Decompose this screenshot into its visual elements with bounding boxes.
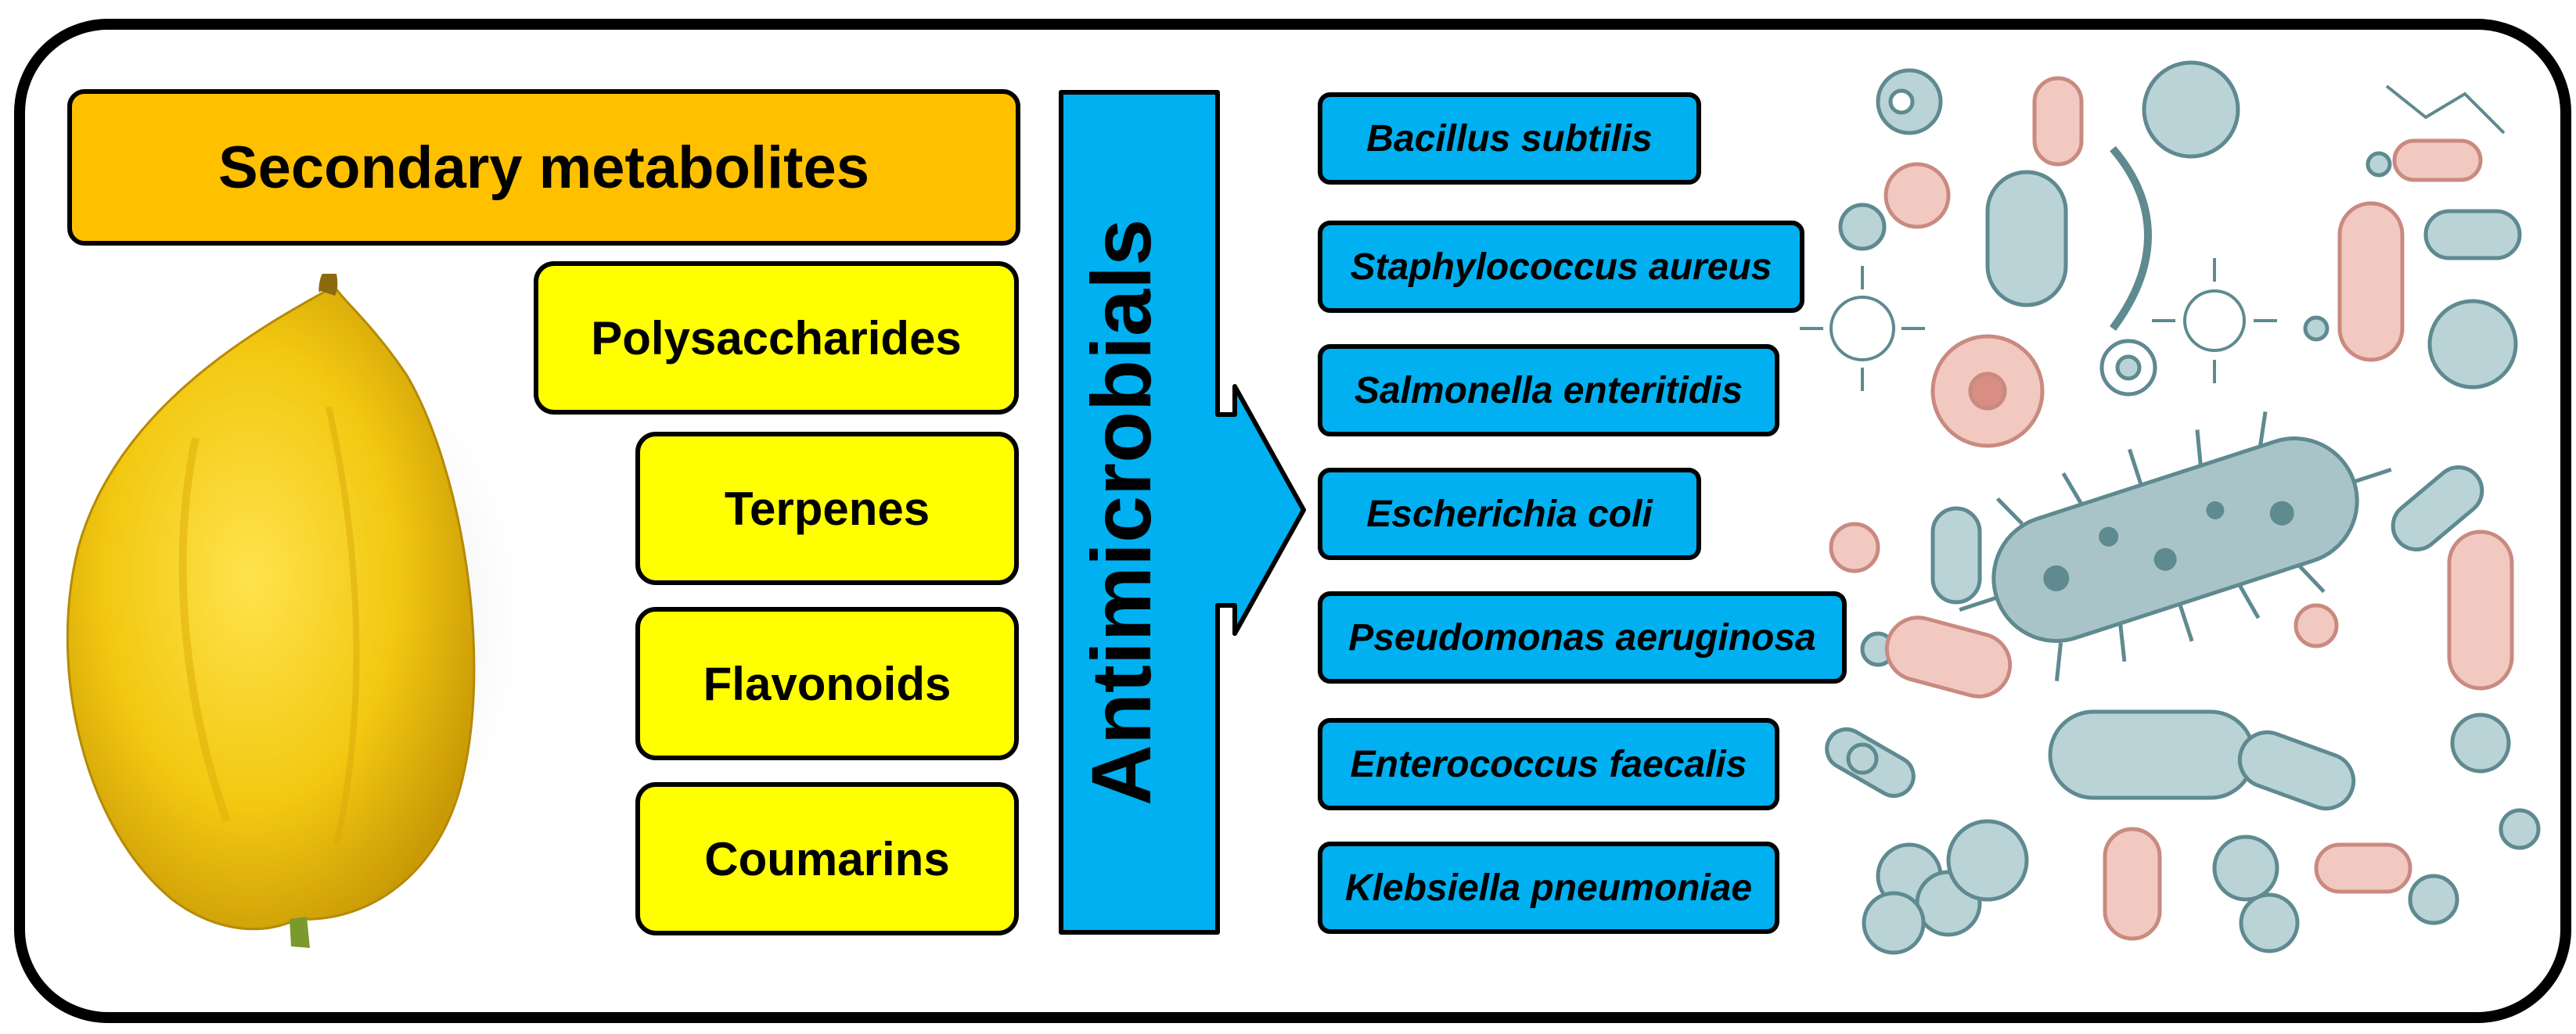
bacteria-label-enterococcus: Enterococcus faecalis [1350,743,1747,785]
bacteria-label-bacillus: Bacillus subtilis [1366,117,1653,160]
bacteria-label-pseudomonas: Pseudomonas aeruginosa [1348,616,1816,659]
bacteria-box-escherichia: Escherichia coli [1318,468,1701,560]
bacteria-label-escherichia: Escherichia coli [1366,493,1653,535]
bacteria-label-staphylococcus: Staphylococcus aureus [1350,246,1772,288]
bacteria-box-klebsiella: Klebsiella pneumoniae [1318,842,1779,934]
bacteria-label-klebsiella: Klebsiella pneumoniae [1344,867,1753,909]
bacteria-box-staphylococcus: Staphylococcus aureus [1318,221,1804,313]
bacteria-box-pseudomonas: Pseudomonas aeruginosa [1318,591,1847,684]
secondary-metabolites-box: Secondary metabolites [67,89,1020,246]
polysaccharides-label: Polysaccharides [591,311,962,364]
flavonoids-label: Flavonoids [703,657,952,710]
secondary-metabolites-label: Secondary metabolites [218,134,870,201]
flavonoids-box: Flavonoids [635,607,1019,760]
bacteria-box-salmonella: Salmonella enteritidis [1318,344,1779,436]
bacteria-box-bacillus: Bacillus subtilis [1318,92,1701,185]
terpenes-box: Terpenes [635,432,1019,585]
bacteria-box-enterococcus: Enterococcus faecalis [1318,718,1779,810]
bacteria-label-salmonella: Salmonella enteritidis [1354,369,1743,411]
terpenes-label: Terpenes [724,482,930,535]
coumarins-label: Coumarins [704,832,950,885]
polysaccharides-box: Polysaccharides [534,261,1019,415]
coumarins-box: Coumarins [635,782,1019,935]
